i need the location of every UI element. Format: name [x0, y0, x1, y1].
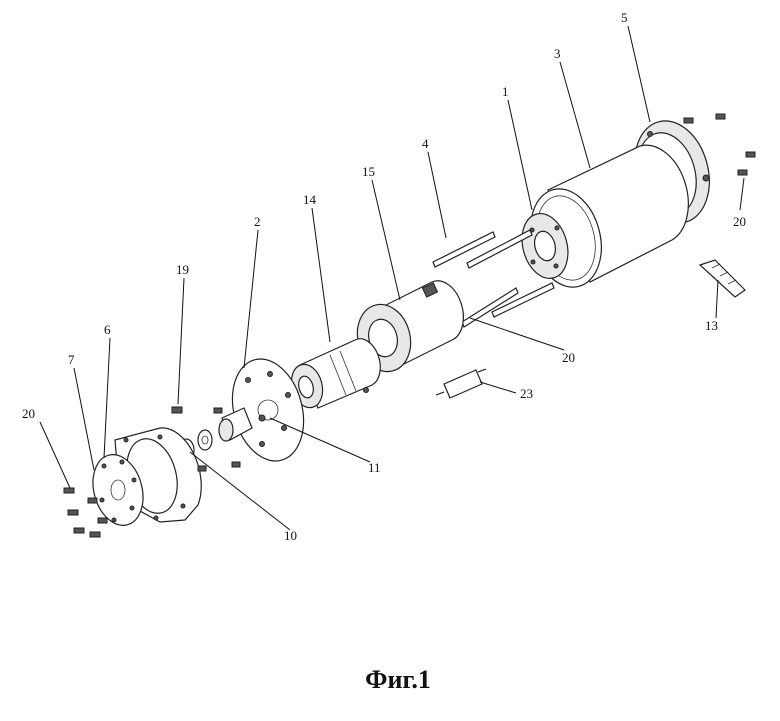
- label-6: 6: [104, 322, 111, 337]
- label-4: 4: [422, 136, 429, 151]
- label-15: 15: [362, 164, 375, 179]
- label-1: 1: [502, 84, 509, 99]
- label-23: 23: [520, 386, 533, 401]
- part-19-screw: [172, 407, 182, 413]
- label-20-right: 20: [733, 214, 746, 229]
- part-23-connector: [436, 369, 486, 398]
- part-13-fitting: [700, 260, 745, 297]
- label-5: 5: [621, 10, 628, 25]
- label-2: 2: [254, 214, 261, 229]
- label-14: 14: [303, 192, 317, 207]
- label-11: 11: [368, 460, 381, 475]
- label-19: 19: [176, 262, 189, 277]
- label-10: 10: [284, 528, 297, 543]
- label-3: 3: [554, 46, 561, 61]
- figure-caption: Фиг.1: [365, 665, 431, 694]
- label-7: 7: [68, 352, 75, 367]
- label-20-left: 20: [22, 406, 35, 421]
- label-20-middle: 20: [562, 350, 575, 365]
- label-13: 13: [705, 318, 718, 333]
